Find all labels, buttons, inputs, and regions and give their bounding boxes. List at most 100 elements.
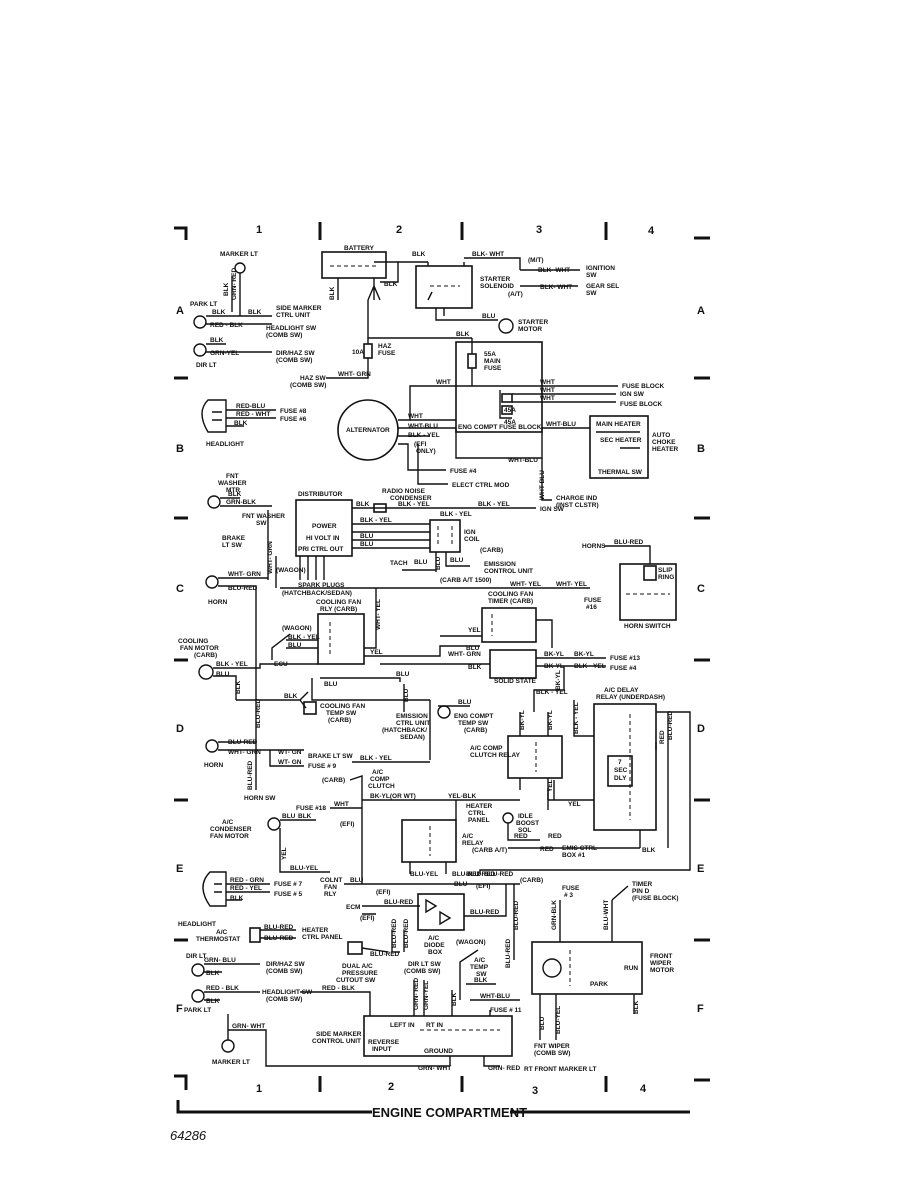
dir-haz-sw-f-label-1: DIR/HAZ SW — [266, 961, 306, 968]
starter-solenoid-label-2: SOLENOID — [480, 283, 514, 290]
mt-label: (M/T) — [528, 257, 544, 264]
alternator-label: ALTERNATOR — [346, 427, 390, 434]
wire-grn-yel-label-f: GRN-YEL — [423, 981, 430, 1010]
fuse-4-label-b: FUSE #4 — [610, 665, 637, 672]
dir-lt-sw-label-1: DIR LT SW — [408, 961, 442, 968]
wire-grn-red-label: GRN- RED — [231, 268, 238, 300]
main-heater-label: MAIN HEATER — [596, 421, 641, 428]
carb-at-label: (CARB A/T) — [472, 847, 507, 854]
wire-blk-label-c: BLK — [248, 309, 262, 316]
slip-ring-label-1: SLIP — [658, 567, 673, 574]
cooling-fan-temp-sw — [303, 701, 317, 715]
headlight-lamp-b — [201, 399, 227, 433]
fuse-13-label: FUSE #13 — [610, 655, 640, 662]
wire-grn-wht-label-a: GRN- WHT — [232, 1023, 265, 1030]
wire-yel-label-e: YEL — [281, 847, 288, 860]
heater-ctrl-panel-label-1: HEATER — [466, 803, 493, 810]
horn-label-b: HORN — [204, 762, 223, 769]
grid-row-f: F — [176, 1003, 183, 1015]
ignition-sw-label-1: IGNITION — [586, 265, 615, 272]
wire-blu-label-g: BLU — [288, 642, 302, 649]
ac-diode-box-label-3: BOX — [428, 949, 443, 956]
wire-blk-yel-label-d: BLK - YEL — [440, 511, 472, 518]
fnt-washer-sw-label-2: SW — [256, 520, 267, 527]
wire-blu-red-label-k: BLU-RED — [470, 909, 500, 916]
eng-compt-fuse-block — [455, 341, 543, 433]
wire-blk-yel-label-b: BLK - YEL — [398, 501, 430, 508]
wire-yel-label-b: YEL — [468, 627, 481, 634]
starter-motor-label-2: MOTOR — [518, 326, 542, 333]
auto-choke-label-1: AUTO — [652, 432, 670, 439]
ac-comp-clutch-relay-label-1: A/C COMP — [470, 745, 503, 752]
grid-row-f-right: F — [697, 1003, 704, 1015]
spark-plugs-label: SPARK PLUGS — [298, 582, 345, 589]
wire-blu-label-f: BLU — [414, 559, 428, 566]
idle-boost-sol — [502, 812, 514, 824]
radio-noise-condenser — [373, 503, 387, 513]
side-marker-control-label-2: CONTROL UNIT — [312, 1038, 361, 1045]
cooling-fan-motor-label-1: COOLING — [178, 638, 208, 645]
wire-blu-red-label-h: BLU-RED — [466, 871, 496, 878]
cooling-fan-motor-label-2: FAN MOTOR — [180, 645, 219, 652]
wire-blk-label-u: BLK — [451, 992, 458, 1006]
emission-ctrl-unit-label-2: CTRL UNIT — [396, 720, 430, 727]
haz-fuse-amps: 10A — [352, 349, 364, 356]
ac-condenser-fan-motor — [267, 817, 281, 831]
radio-noise-label-2: CONDENSER — [390, 495, 432, 502]
wire-blk-yel-label-j: BLK - YEL — [573, 702, 580, 734]
idle-boost-sol-label-2: BOOST — [516, 820, 539, 827]
headlight-sw-f-label-1: HEADLIGHT SW — [262, 989, 313, 996]
ac-relay — [401, 819, 457, 863]
wire-wht-label-f: WHT — [334, 801, 349, 808]
battery-label: BATTERY — [344, 245, 375, 252]
fuse-45a-label-b: 45A — [504, 419, 516, 426]
gear-sel-sw-label-2: SW — [586, 290, 597, 297]
brake-lt-sw-label-1: BRAKE — [222, 535, 246, 542]
wire-blk-yel-label-a: BLK - YEL — [408, 432, 440, 439]
ac-condenser-label-3: FAN MOTOR — [210, 833, 249, 840]
wire-blu-red-label-r: BLU-RED — [370, 951, 400, 958]
ac-diode-box-label-1: A/C — [428, 935, 440, 942]
wire-blu-label-a: BLU — [482, 313, 496, 320]
fuse-11-label: FUSE # 11 — [490, 1007, 522, 1014]
wire-bk-yl-label-b: BK-YL — [574, 651, 594, 658]
wire-grn-red-label-g: GRN- RED — [488, 1065, 520, 1072]
auto-choke-heater-box — [589, 415, 649, 479]
haz-fuse-label-2: FUSE — [378, 350, 396, 357]
dir-haz-sw-f-label-2: (COMB SW) — [266, 968, 302, 975]
wire-blu-red-label-d: BLU-RED — [228, 739, 258, 746]
wire-blu-label-d: BLU — [435, 556, 442, 570]
thermal-sw-label: THERMAL SW — [598, 469, 643, 476]
fuse-block-label-b: FUSE BLOCK — [620, 401, 663, 408]
haz-sw-label-1: HAZ SW — [300, 375, 327, 382]
fuse-45a-b — [501, 405, 513, 415]
ac-relay-label-1: A/C — [462, 833, 474, 840]
headlight-label-e: HEADLIGHT — [178, 921, 216, 928]
coolnt-fan-rly-label-2: FAN — [324, 884, 337, 891]
dual-ac-label-2: PRESSURE — [342, 970, 378, 977]
wire-blk-yel-label-c: BLK - YEL — [478, 501, 510, 508]
wire-blk-label-a: BLK — [223, 282, 230, 296]
horn-switch-box — [619, 563, 677, 621]
wire-grn-blk-label: GRN-BLK — [226, 499, 256, 506]
ecm-label: ECM — [346, 904, 360, 911]
grid-row-d: D — [176, 723, 184, 735]
ac-delay-relay — [593, 703, 657, 831]
grid-col-4: 4 — [648, 225, 655, 237]
emission-ctrl-unit-label-1: EMISSION — [396, 713, 428, 720]
wire-blu-label-e: BLU — [450, 557, 464, 564]
wire-yel-label-a: YEL — [370, 649, 383, 656]
seven-sec-delay — [607, 755, 633, 787]
wire-red-blu-label: RED-BLU — [236, 403, 266, 410]
eng-compt-fuse-block-label: ENG COMPT FUSE BLOCK — [458, 424, 542, 431]
timer-label-1: TIMER — [632, 881, 653, 888]
wire-blk-label-m: BLK — [284, 693, 298, 700]
main-fuse-label-2: MAIN — [484, 358, 501, 365]
park-lt-label: PARK LT — [190, 301, 217, 308]
wagon-label-b: (WAGON) — [282, 625, 312, 632]
fuse-45a-a — [501, 393, 513, 403]
cooling-fan-temp-sw-label-2: TEMP SW — [326, 710, 357, 717]
horn-label-a: HORN — [208, 599, 227, 606]
wire-blk-label-p: BLK — [642, 847, 656, 854]
wire-grn-red-label-f: GRN- RED — [413, 978, 420, 1010]
